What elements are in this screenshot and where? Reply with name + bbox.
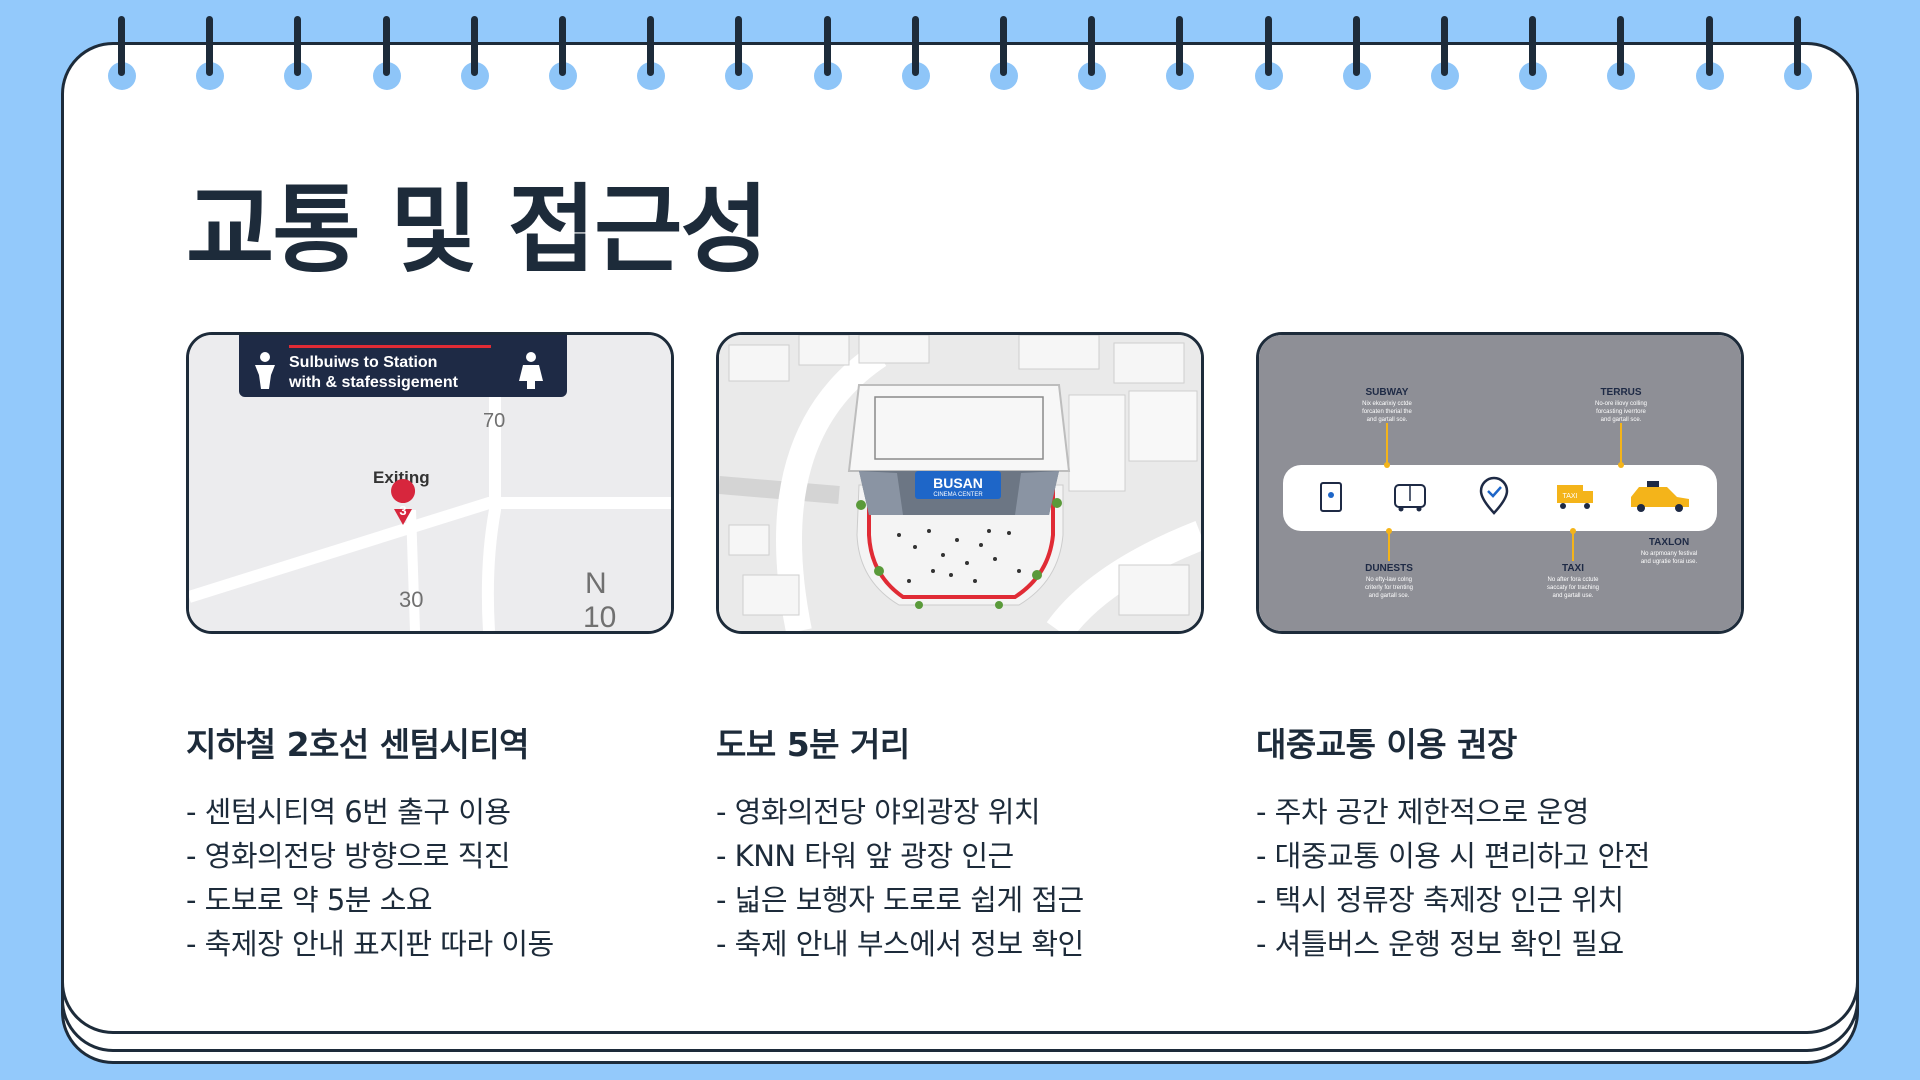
binding-ring xyxy=(1603,16,1639,90)
binding-ring xyxy=(1074,16,1110,90)
binding-ring xyxy=(810,16,846,90)
transit-infographic-card: TAXI SUBWAY Nix ekcarixiy cctde forcaten… xyxy=(1256,332,1744,634)
label-taxi: TAXI xyxy=(1562,563,1584,574)
binding-ring xyxy=(545,16,581,90)
transit-card-icon xyxy=(1320,482,1342,512)
subway-info-column: 지하철 2호선 센텀시티역 - 센텀시티역 6번 출구 이용 - 영화의전당 방… xyxy=(186,718,706,966)
list-item: - 영화의전당 방향으로 직진 xyxy=(186,839,511,873)
list-item: - 센텀시티역 6번 출구 이용 xyxy=(186,795,511,829)
binding-ring xyxy=(280,16,316,90)
list-item: - 대중교통 이용 시 편리하고 안전 xyxy=(1256,839,1650,873)
svg-text:criterly for trenting: criterly for trenting xyxy=(1365,585,1413,591)
column-heading: 지하철 2호선 센텀시티역 xyxy=(186,725,530,764)
sign-line-2: with & stafessigement xyxy=(288,374,459,391)
label-taxlon: TAXLON xyxy=(1649,537,1689,548)
compass-10: 10 xyxy=(583,601,616,631)
column-heading: 대중교통 이용 권장 xyxy=(1256,725,1517,764)
list-item: - 셔틀버스 운행 정보 확인 필요 xyxy=(1256,927,1624,961)
venue-aerial-card: BUSAN CINEMA CENTER xyxy=(716,332,1204,634)
binding-ring xyxy=(633,16,669,90)
subway-map-card: Sulbuiws to Station with & stafessigemen… xyxy=(186,332,674,634)
svg-text:and ugratie forai use.: and ugratie forai use. xyxy=(1641,559,1698,565)
exit-label: Exiting xyxy=(373,468,430,487)
label-dunests: DUNESTS xyxy=(1365,563,1413,574)
road-label-30: 30 xyxy=(399,587,423,612)
list-item: - 축제 안내 부스에서 정보 확인 xyxy=(716,927,1084,961)
list-item: - 영화의전당 야외광장 위치 xyxy=(716,795,1041,829)
trees xyxy=(856,498,1062,609)
column-heading: 도보 5분 거리 xyxy=(716,725,910,764)
svg-text:and gartall sce.: and gartall sce. xyxy=(1369,593,1410,599)
binding-ring xyxy=(104,16,140,90)
binding-ring xyxy=(1339,16,1375,90)
label-subway: SUBWAY xyxy=(1366,387,1409,398)
list-item: - 축제장 안내 표지판 따라 이동 xyxy=(186,927,554,961)
binding-ring xyxy=(898,16,934,90)
svg-text:Nix ekcarixiy cctde: Nix ekcarixiy cctde xyxy=(1362,401,1412,407)
svg-text:and gartall sce.: and gartall sce. xyxy=(1367,417,1408,423)
list-item: - KNN 타워 앞 광장 인근 xyxy=(716,839,1014,873)
venue-sign-main: BUSAN xyxy=(933,475,983,491)
binding-ring xyxy=(1515,16,1551,90)
exit-number: 3 xyxy=(399,503,406,518)
page-title: 교통 및 접근성 xyxy=(186,174,769,286)
binding-ring xyxy=(1251,16,1287,90)
binding-ring xyxy=(369,16,405,90)
public-transit-column: 대중교통 이용 권장 - 주차 공간 제한적으로 운영 - 대중교통 이용 시 … xyxy=(1256,718,1776,966)
sign-line-1: Sulbuiws to Station xyxy=(289,354,437,371)
map-pin-icon: 3 xyxy=(391,479,416,525)
binding-ring xyxy=(192,16,228,90)
venue-sign-sub: CINEMA CENTER xyxy=(933,492,983,498)
binding-ring xyxy=(1162,16,1198,90)
svg-text:forcasting iverrtore: forcasting iverrtore xyxy=(1596,409,1646,415)
binding-ring xyxy=(721,16,757,90)
walking-info-column: 도보 5분 거리 - 영화의전당 야외광장 위치 - KNN 타워 앞 광장 인… xyxy=(716,718,1236,966)
list-item: - 도보로 약 5분 소요 xyxy=(186,883,433,917)
svg-text:saccaty for traching: saccaty for traching xyxy=(1547,585,1599,591)
binding-ring xyxy=(1780,16,1816,90)
person-icon xyxy=(519,352,543,389)
svg-text:forcaten therial the: forcaten therial the xyxy=(1362,409,1412,415)
list-item: - 택시 정류장 축제장 인근 위치 xyxy=(1256,883,1624,917)
list-item: - 넓은 보행자 도로로 쉽게 접근 xyxy=(716,883,1084,917)
svg-text:and gartall sce.: and gartall sce. xyxy=(1601,417,1642,423)
binding-ring xyxy=(1427,16,1463,90)
crowd xyxy=(897,529,1021,583)
truck-icon: TAXI xyxy=(1557,485,1593,509)
person-icon xyxy=(255,352,275,389)
list-item: - 주차 공간 제한적으로 운영 xyxy=(1256,795,1589,829)
label-terrus: TERRUS xyxy=(1600,387,1641,398)
svg-text:No-ore iliovy colling: No-ore iliovy colling xyxy=(1595,401,1647,407)
road-label-70: 70 xyxy=(483,410,505,432)
binding-ring xyxy=(457,16,493,90)
compass-n: N xyxy=(585,567,607,600)
svg-text:No after fora cctute: No after fora cctute xyxy=(1547,577,1599,583)
bus-icon xyxy=(1394,484,1426,512)
svg-text:No arpmoany festival: No arpmoany festival xyxy=(1641,551,1697,557)
taxi-icon xyxy=(1631,481,1689,512)
location-check-icon xyxy=(1479,476,1509,515)
taxi-badge: TAXI xyxy=(1562,493,1577,500)
svg-text:and gartall use.: and gartall use. xyxy=(1552,593,1593,599)
binding-ring xyxy=(1692,16,1728,90)
binding-ring xyxy=(986,16,1022,90)
svg-text:No efty-law colng: No efty-law colng xyxy=(1366,577,1412,583)
